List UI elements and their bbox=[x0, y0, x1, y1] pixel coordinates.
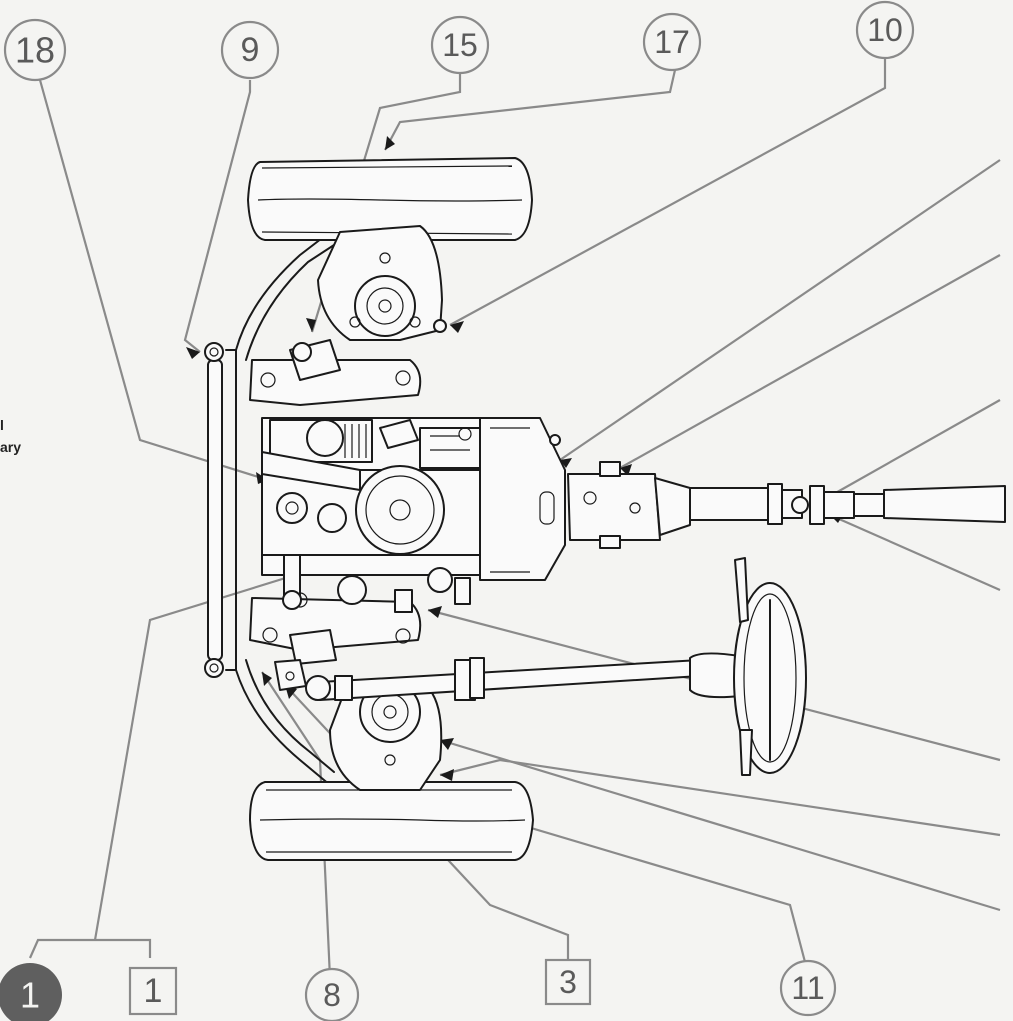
callout-label: 3 bbox=[559, 964, 577, 1000]
side-note-line-2: ary bbox=[0, 439, 21, 455]
callout-11: 11 bbox=[779, 959, 837, 1017]
steering bbox=[274, 557, 807, 776]
callout-8: 8 bbox=[304, 967, 360, 1021]
callout-3: 3 bbox=[544, 958, 592, 1006]
driveshaft bbox=[689, 483, 1006, 525]
bottom-wheel bbox=[249, 781, 534, 861]
arrowhead bbox=[306, 318, 316, 332]
gearbox bbox=[479, 417, 691, 581]
callout-label: 9 bbox=[241, 31, 260, 69]
callout-1-box: 1 bbox=[128, 966, 178, 1016]
leader-18 bbox=[38, 79, 269, 482]
front-crossmember bbox=[249, 339, 422, 406]
arrowhead bbox=[186, 347, 200, 359]
leader-9 bbox=[183, 80, 252, 353]
callout-10: 10 bbox=[855, 0, 915, 60]
callout-15: 15 bbox=[430, 15, 490, 75]
leader-1-bracket bbox=[28, 938, 152, 959]
arrowhead bbox=[440, 738, 454, 750]
callout-label: 11 bbox=[791, 970, 824, 1006]
callout-17: 17 bbox=[642, 12, 702, 72]
leader-right-a bbox=[559, 159, 1001, 461]
callout-1-filled: 1 bbox=[0, 963, 62, 1021]
leader-right-c bbox=[831, 399, 1001, 496]
callout-label: 1 bbox=[144, 972, 163, 1010]
callout-label: 17 bbox=[654, 24, 690, 60]
leader-11 bbox=[419, 793, 807, 963]
top-spring-tower bbox=[317, 225, 447, 341]
arrowhead bbox=[428, 606, 442, 618]
arrowhead bbox=[560, 458, 572, 468]
front-tie-rod bbox=[204, 231, 335, 786]
arrowhead bbox=[262, 672, 272, 686]
callout-label: 8 bbox=[323, 977, 341, 1013]
leader-right-g bbox=[439, 738, 1001, 912]
callout-label: 10 bbox=[867, 12, 903, 48]
leader-right-d bbox=[829, 513, 1001, 592]
arrowhead bbox=[440, 769, 454, 781]
arrowhead bbox=[450, 321, 464, 333]
leader-10 bbox=[449, 55, 887, 326]
callout-18: 18 bbox=[3, 18, 67, 82]
arrowhead bbox=[385, 136, 395, 150]
callout-label: 1 bbox=[20, 975, 40, 1016]
leader-right-f bbox=[439, 758, 1001, 837]
leader-right-b bbox=[619, 254, 1001, 469]
engine bbox=[261, 417, 531, 613]
callout-label: 15 bbox=[442, 27, 478, 63]
callout-9: 9 bbox=[220, 20, 280, 80]
side-note-line-1: l bbox=[0, 417, 4, 433]
callout-label: 18 bbox=[15, 30, 55, 71]
rear-crossmember bbox=[249, 592, 422, 665]
leader-17 bbox=[384, 69, 677, 151]
